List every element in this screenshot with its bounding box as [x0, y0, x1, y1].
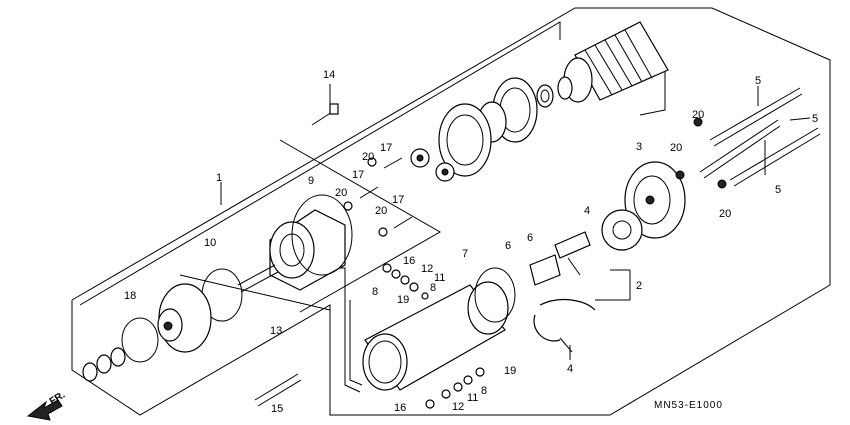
callout-16: 16: [394, 402, 406, 414]
callout-17: 17: [392, 194, 404, 206]
callout-20: 20: [670, 142, 682, 154]
callout-5: 5: [812, 113, 818, 125]
small-bolts: [254, 103, 413, 407]
callout-13: 13: [270, 325, 282, 337]
callout-4: 4: [567, 363, 573, 375]
drive-housing: [157, 283, 212, 353]
planetary-gears: [410, 148, 455, 182]
callout-5: 5: [755, 75, 761, 87]
armature: [557, 21, 669, 103]
callout-5: 5: [775, 184, 781, 196]
front-direction-arrow: [26, 399, 63, 421]
callout-8: 8: [430, 282, 436, 294]
armature-washers: [438, 77, 554, 177]
callout-6: 6: [527, 232, 533, 244]
callout-10: 10: [204, 237, 216, 249]
leader-lines: [220, 84, 811, 360]
callout-20: 20: [375, 205, 387, 217]
callout-20: 20: [692, 109, 704, 121]
callout-20: 20: [362, 151, 374, 163]
callout-19: 19: [397, 294, 409, 306]
callout-4: 4: [584, 205, 590, 217]
callout-18: 18: [124, 290, 136, 302]
callout-15: 15: [271, 403, 283, 415]
callout-labels: 1 2 3 4 4 5 5 5 6 6 7 8 8 8 9 10 11 11 1…: [124, 69, 818, 415]
callout-1: 1: [216, 172, 222, 184]
callout-20: 20: [335, 187, 347, 199]
callout-9: 9: [308, 175, 314, 187]
callout-11: 11: [434, 272, 445, 284]
callout-17: 17: [352, 169, 364, 181]
brush-terminal-parts: [529, 231, 596, 353]
diagram-code: MN53-E1000: [654, 400, 723, 411]
callout-19: 19: [504, 365, 516, 377]
callout-12: 12: [421, 263, 433, 275]
callout-6: 6: [505, 240, 511, 252]
brush-holder: [601, 209, 643, 251]
case-o-ring: [474, 267, 516, 323]
callout-11: 11: [467, 392, 478, 404]
pinion-shaft: [237, 264, 279, 293]
rear-cover: [624, 161, 686, 239]
callout-16: 16: [403, 255, 415, 267]
long-bolts: [675, 87, 821, 189]
callout-12: 12: [452, 401, 464, 413]
washers-and-nuts: [343, 157, 485, 409]
front-seals: [82, 317, 159, 382]
callout-2: 2: [636, 280, 642, 292]
callout-8: 8: [372, 286, 378, 298]
callout-8: 8: [481, 385, 487, 397]
callout-20: 20: [719, 208, 731, 220]
callout-17: 17: [380, 142, 392, 154]
callout-7: 7: [462, 248, 468, 260]
callout-14: 14: [323, 69, 335, 81]
callout-3: 3: [636, 141, 642, 153]
motor-case: [362, 281, 509, 391]
front-bracket: [269, 194, 353, 291]
